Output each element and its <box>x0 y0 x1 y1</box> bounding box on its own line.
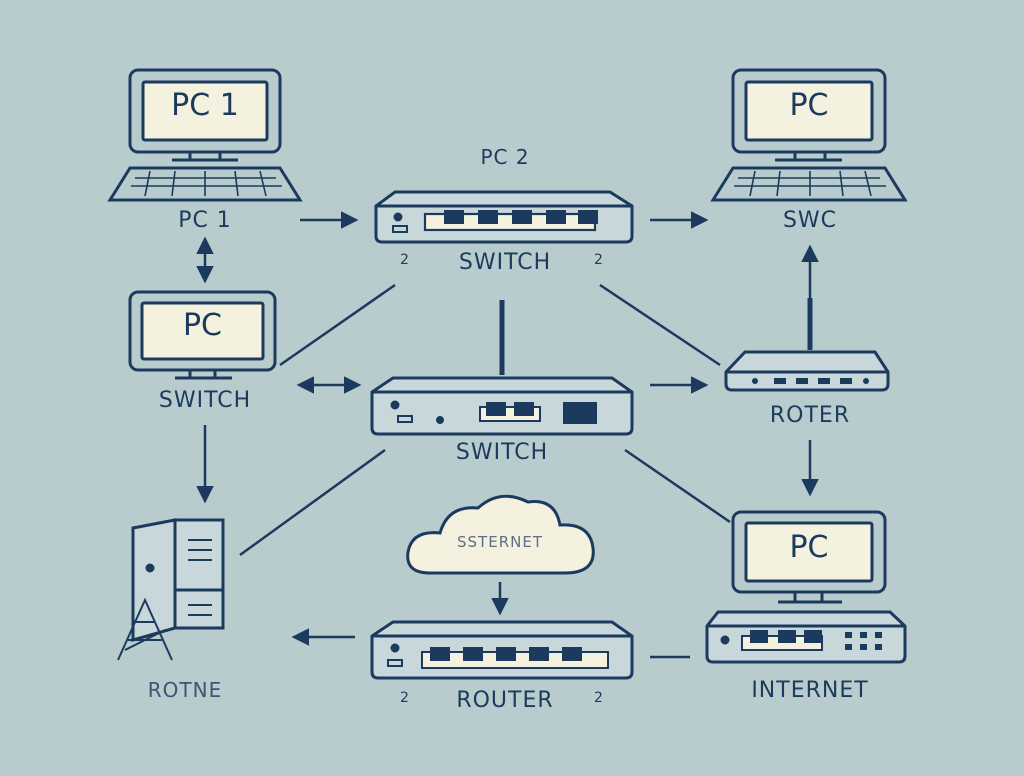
switch-top-port-left: 2 <box>400 252 410 268</box>
pc-bottom-right-screen-text: PC <box>789 530 829 565</box>
switch-top-label: SWITCH <box>458 250 552 275</box>
router-bottom-label: ROUTER <box>456 688 554 713</box>
switch-top-label-above: PC 2 <box>480 145 530 169</box>
pc-top-right-screen-text: PC <box>789 88 829 123</box>
router-bottom-port-left: 2 <box>400 690 410 706</box>
switch-top <box>374 190 634 244</box>
pc-top-right <box>710 68 908 202</box>
pc-bottom-right <box>705 510 907 664</box>
switch-mid <box>370 300 634 436</box>
pc-mid-left-label: SWITCH <box>158 388 252 413</box>
pc-top-right-label: SWC <box>782 208 838 233</box>
switch-mid-label: SWITCH <box>455 440 549 465</box>
pc-mid-left <box>128 290 277 380</box>
server-left-label: ROTNE <box>147 678 223 702</box>
cloud <box>406 494 595 575</box>
router-right-label: ROTER <box>769 403 851 428</box>
router-bottom-port-right: 2 <box>594 690 604 706</box>
server-left <box>117 518 225 661</box>
link-switch-top-router-right <box>599 283 721 367</box>
link-switch-top-pc-mid <box>279 283 396 367</box>
pc-bottom-right-label: INTERNET <box>751 678 869 703</box>
pc-top-left <box>107 68 303 202</box>
link-switch-mid-server <box>239 448 386 557</box>
router-right <box>724 298 890 392</box>
pc-top-left-label: PC 1 <box>178 208 232 233</box>
switch-top-port-right: 2 <box>594 252 604 268</box>
link-switch-mid-pc-bottom <box>624 448 731 524</box>
pc-mid-left-screen-text: PC <box>182 308 223 343</box>
cloud-text: SSTERNET <box>457 533 543 551</box>
router-bottom <box>370 620 634 680</box>
pc-top-left-screen-text: PC 1 <box>171 88 239 123</box>
